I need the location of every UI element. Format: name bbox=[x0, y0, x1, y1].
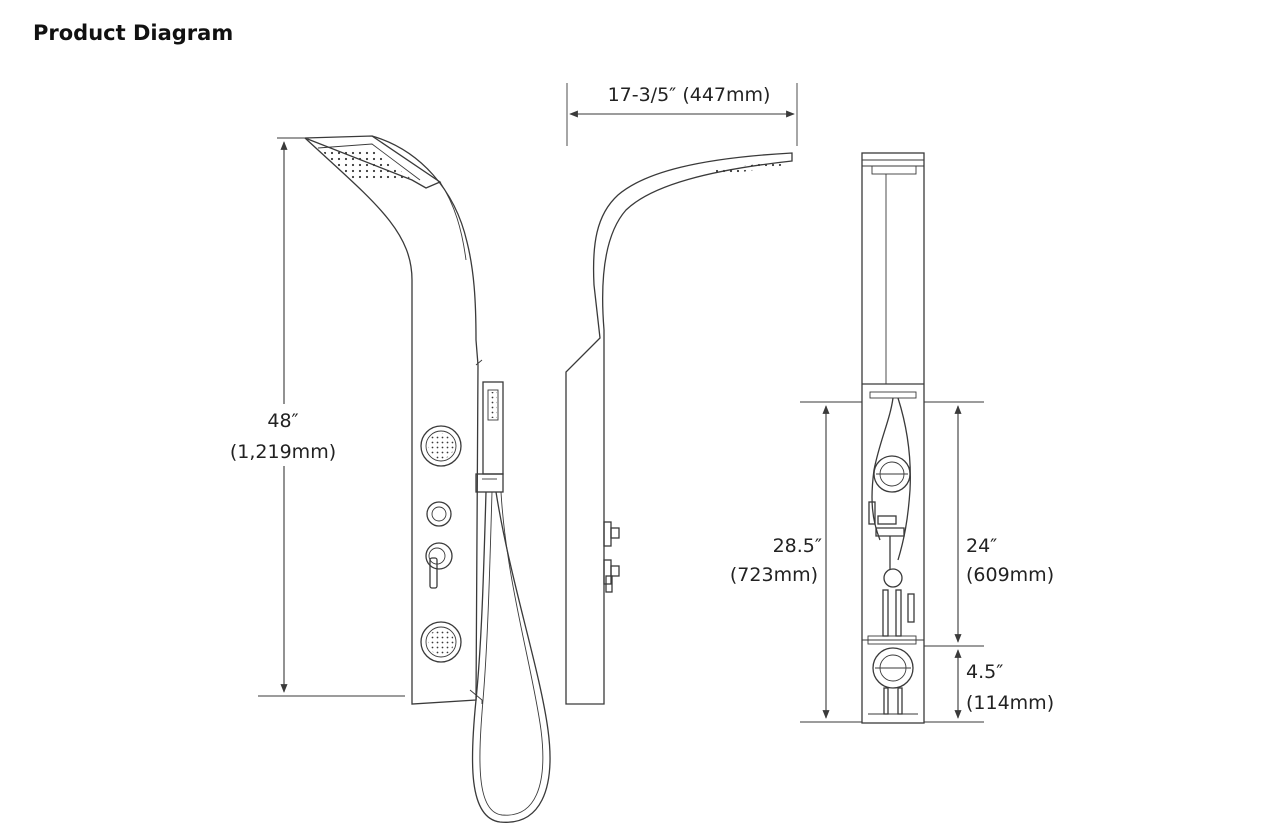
back-panel bbox=[861, 152, 925, 724]
side-panel-profile bbox=[565, 152, 793, 705]
mid-in-label: 24″ bbox=[966, 535, 997, 557]
height-in-label: 48″ bbox=[267, 410, 298, 432]
bottom-mm-label: (114mm) bbox=[966, 692, 1054, 714]
height-mm-label: (1,219mm) bbox=[230, 441, 336, 463]
depth-dimension: 17-3/5″ (447mm) bbox=[566, 83, 798, 146]
mixer-handle bbox=[425, 542, 453, 589]
page-title: Product Diagram bbox=[33, 21, 234, 45]
internal-plumbing bbox=[862, 397, 924, 715]
side-view: 17-3/5″ (447mm) bbox=[565, 83, 798, 705]
depth-in-label: 17-3/5″ bbox=[608, 84, 677, 106]
mid-dimension: 24″ (609mm) bbox=[954, 405, 1054, 643]
shower-hose bbox=[471, 491, 551, 823]
lower-mm-label: (723mm) bbox=[730, 564, 818, 586]
depth-mm-label: (447mm) bbox=[682, 84, 770, 106]
bottom-in-label: 4.5″ bbox=[966, 661, 1003, 683]
front-view: 48″ (1,219mm) bbox=[226, 135, 551, 823]
lower-dimension: 28.5″ (723mm) bbox=[730, 405, 830, 719]
rain-shower-head bbox=[304, 135, 442, 189]
front-panel-body bbox=[304, 135, 483, 705]
mid-mm-label: (609mm) bbox=[966, 564, 1054, 586]
back-view: 28.5″ (723mm) 24″ (609mm) 4.5″ (114mm) bbox=[730, 152, 1054, 724]
depth-label: 17-3/5″ (447mm) bbox=[608, 84, 771, 106]
lower-in-label: 28.5″ bbox=[773, 535, 822, 557]
diverter-knob bbox=[426, 501, 452, 527]
height-dimension: 48″ (1,219mm) bbox=[226, 137, 405, 697]
body-jet-lower bbox=[420, 621, 462, 663]
hand-shower bbox=[475, 381, 504, 493]
body-jet-upper bbox=[420, 425, 462, 467]
side-knobs bbox=[603, 521, 620, 593]
bottom-dimension: 4.5″ (114mm) bbox=[954, 649, 1054, 719]
